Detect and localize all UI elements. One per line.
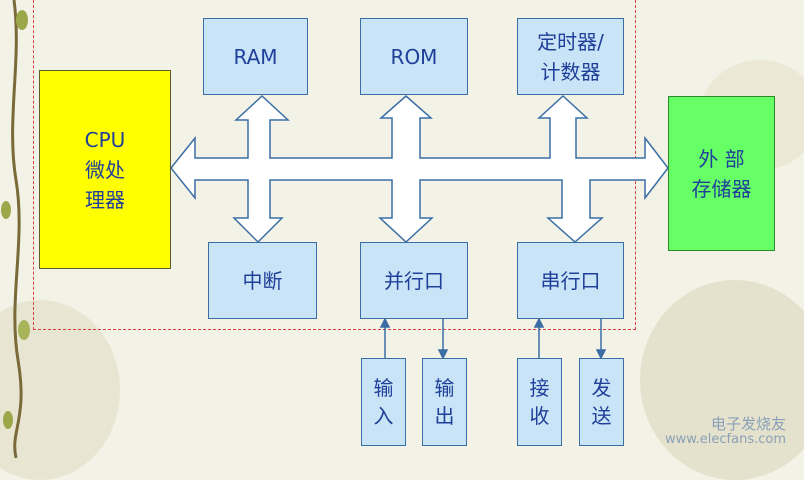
watermark-url: www.elecfans.com [664, 432, 786, 447]
background-blob [640, 280, 804, 480]
parallel-port-block: 并行口 [360, 242, 468, 319]
serial-port-block: 串行口 [517, 242, 624, 319]
output-arrowhead [437, 349, 449, 360]
input-label-2: 入 [373, 404, 394, 428]
ram-block: RAM [203, 18, 308, 95]
serial-label: 串行口 [540, 268, 601, 293]
cpu-label-line3: 理器 [85, 187, 125, 212]
output-label-2: 出 [434, 404, 455, 428]
vine-decoration [1, 0, 30, 458]
output-block: 输 出 [422, 358, 467, 446]
system-bus [170, 94, 669, 360]
input-label-1: 输 [373, 376, 394, 400]
receive-label-2: 收 [529, 404, 550, 428]
timer-label-line2: 计数器 [540, 59, 601, 84]
receive-label-1: 接 [529, 376, 550, 400]
watermark-logo: 电子发烧友 [710, 415, 786, 433]
ram-label: RAM [233, 44, 278, 69]
timer-label-line1: 定时器/ [537, 29, 604, 54]
watermark: 电子发烧友 www.elecfans.com [665, 416, 786, 448]
external-memory-block: 外 部 存储器 [668, 96, 775, 251]
send-arrowhead [595, 349, 607, 360]
send-block: 发 送 [579, 358, 624, 446]
input-block: 输 入 [361, 358, 406, 446]
output-label-1: 输 [434, 376, 455, 400]
input-arrowhead [379, 317, 391, 328]
send-label-2: 送 [591, 404, 612, 428]
external-label-line2: 存储器 [691, 176, 752, 201]
cpu-label-line2: 微处 [85, 157, 125, 182]
rom-block: ROM [360, 18, 468, 95]
external-label-line1: 外 部 [698, 146, 745, 171]
receive-arrowhead [533, 317, 545, 328]
timer-counter-block: 定时器/ 计数器 [517, 18, 624, 95]
interrupt-label: 中断 [242, 268, 283, 293]
rom-label: ROM [390, 44, 438, 69]
parallel-label: 并行口 [384, 268, 444, 293]
cpu-block: CPU 微处 理器 [39, 70, 171, 269]
receive-block: 接 收 [517, 358, 562, 446]
send-label-1: 发 [591, 376, 612, 400]
bus-arrow-shape [170, 94, 669, 244]
cpu-label-line1: CPU [84, 127, 126, 152]
interrupt-block: 中断 [208, 242, 317, 319]
